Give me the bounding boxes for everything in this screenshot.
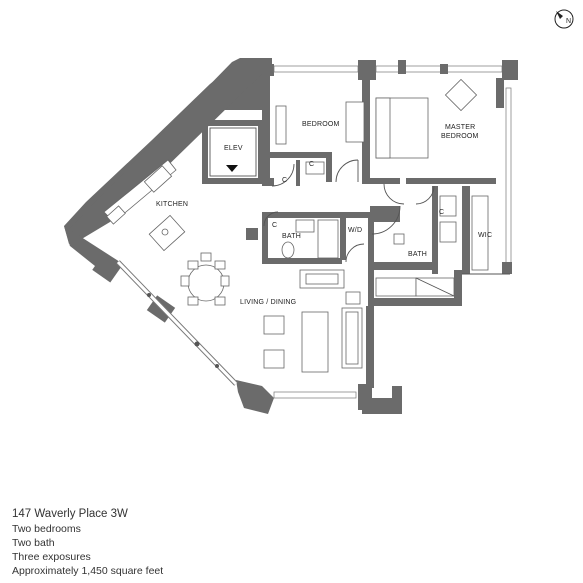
bath-label-2: BATH xyxy=(408,251,427,258)
dining-table xyxy=(180,252,230,306)
walk-in-closet-label: WIC xyxy=(478,232,492,239)
listing-info: 147 Waverly Place 3W Two bedrooms Two ba… xyxy=(12,507,163,578)
listing-line: Three exposures xyxy=(12,551,91,563)
exterior-wall-angled xyxy=(64,58,272,246)
bath-fixtures xyxy=(281,195,489,297)
master-bedroom-label-1: MASTER xyxy=(445,124,475,131)
kitchen-label: KITCHEN xyxy=(156,201,188,208)
east-wall xyxy=(462,78,512,275)
kitchen-counters xyxy=(103,159,186,252)
north-arrow-icon: N xyxy=(554,9,574,29)
interior-walls xyxy=(202,120,496,384)
closet-label-a: C xyxy=(309,161,314,168)
elevator-arrow-icon xyxy=(226,165,238,172)
bath-label-1: BATH xyxy=(282,233,301,240)
master-bedroom-label-2: BEDROOM xyxy=(441,133,479,140)
north-wall xyxy=(262,60,518,186)
bedroom-furniture xyxy=(275,78,478,175)
elevator-label: ELEV xyxy=(224,145,243,152)
living-furniture xyxy=(263,269,363,373)
door-swings xyxy=(263,159,435,263)
listing-line: Approximately 1,450 square feet xyxy=(12,565,164,577)
south-wall xyxy=(64,226,402,414)
listing-title: 147 Waverly Place 3W xyxy=(12,508,128,520)
closet-label-c: C xyxy=(272,222,277,229)
living-dining-label: LIVING / DINING xyxy=(240,299,296,306)
listing-line: Two bath xyxy=(12,537,55,549)
compass-label: N xyxy=(566,18,571,25)
bedroom-label: BEDROOM xyxy=(302,121,340,128)
closet-label-b: C xyxy=(282,177,287,184)
listing-line: Two bedrooms xyxy=(12,523,81,535)
washer-dryer-label: W/D xyxy=(348,227,362,234)
closet-label-d: C xyxy=(439,209,444,216)
